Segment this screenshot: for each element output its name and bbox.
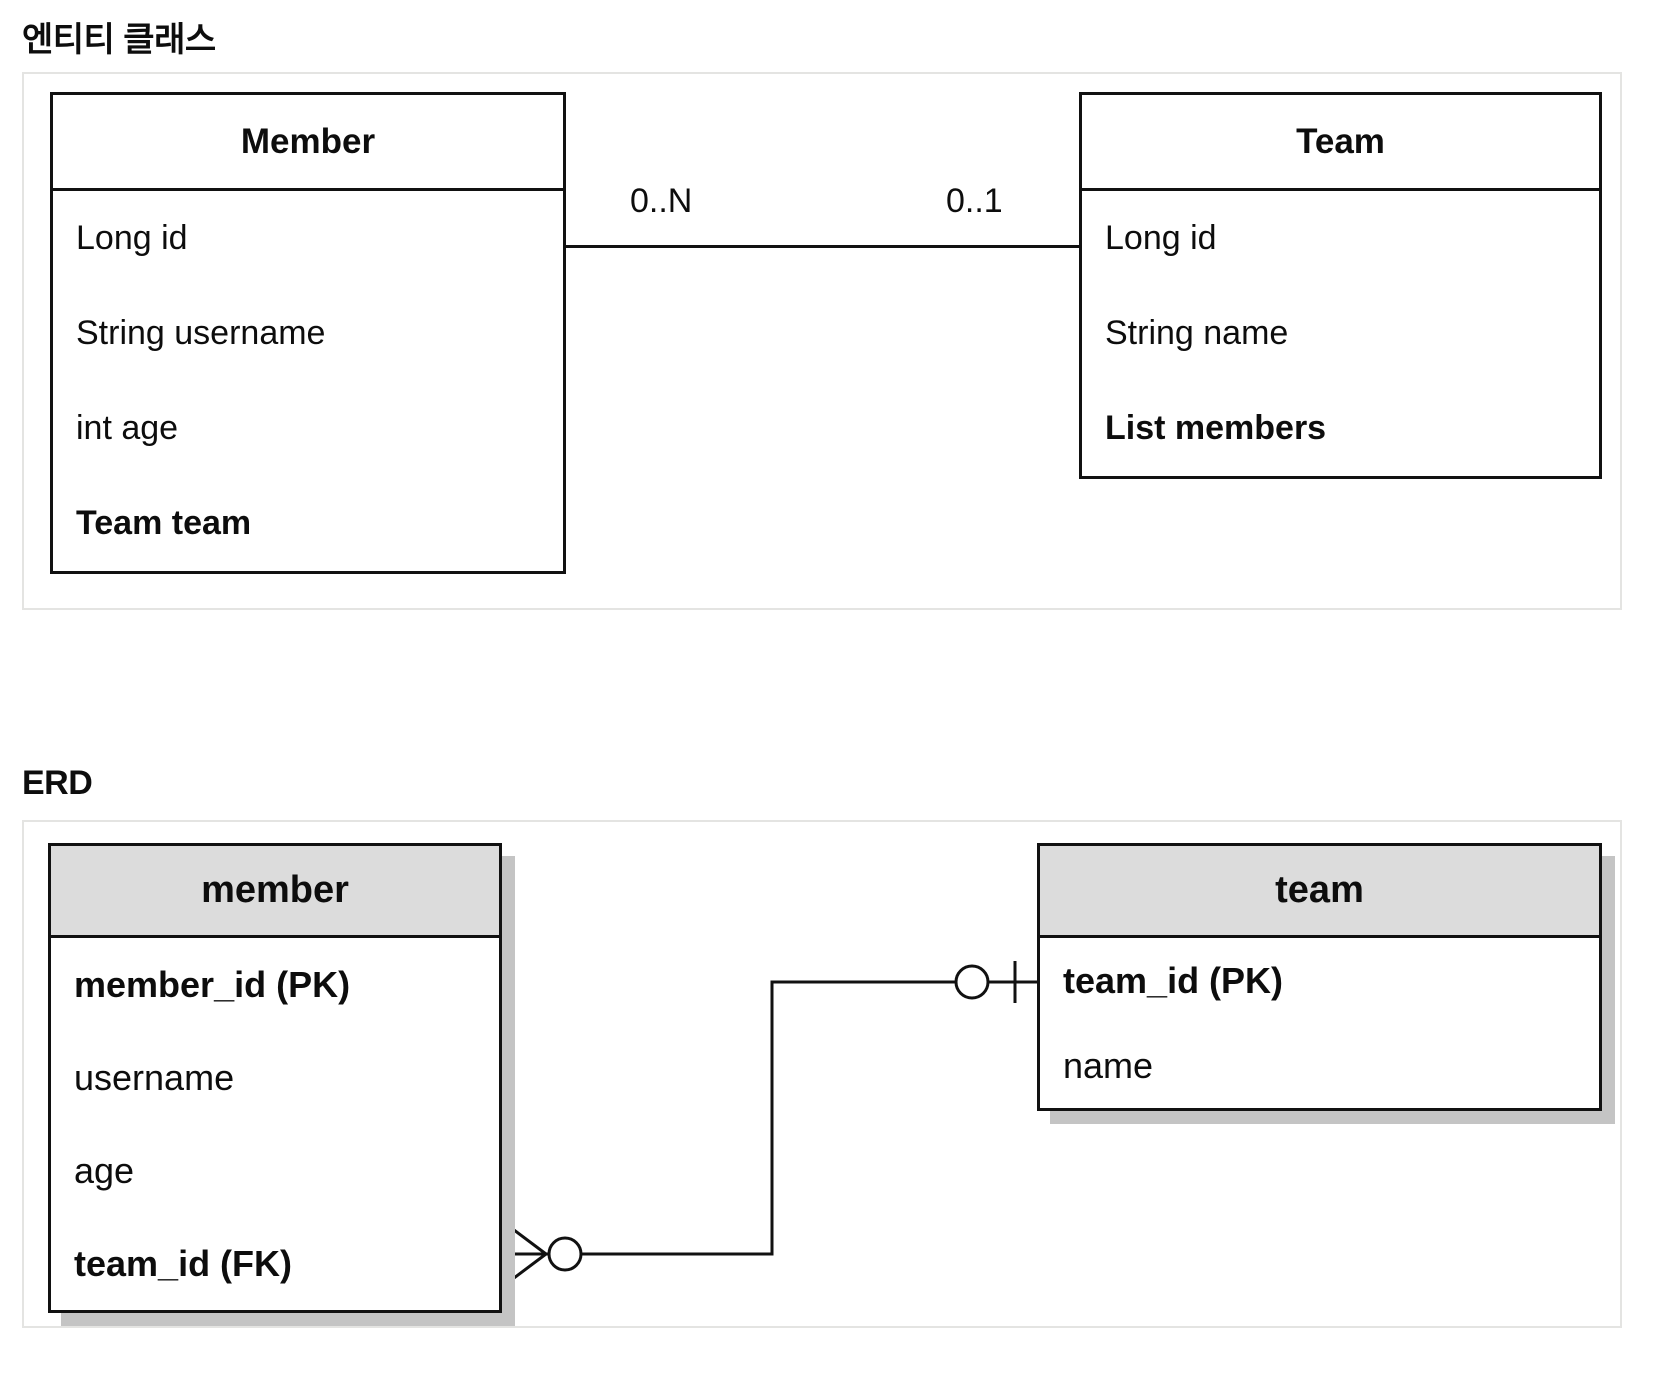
member-table: member member_id (PK) username age team_… <box>48 843 502 1313</box>
multiplicity-member-side-label: 0..N <box>630 182 693 220</box>
member-table-field-fk: team_id (FK) <box>74 1243 293 1284</box>
member-class-field-team: Team team <box>76 504 252 542</box>
member-table-field-age: age <box>74 1150 135 1191</box>
team-table-field-name: name <box>1063 1045 1154 1086</box>
team-class-field-name: String name <box>1105 314 1289 352</box>
zero-circle-team-icon <box>954 964 990 1000</box>
member-table-header: member <box>51 846 499 938</box>
connector-elbow-path <box>502 980 1037 1256</box>
member-class-title: Member <box>53 95 563 191</box>
member-class-box: Member Long id String username int age T… <box>50 92 566 574</box>
entity-section-heading: 엔티티 클래스 <box>22 21 216 59</box>
team-class-field-id: Long id <box>1105 219 1217 257</box>
erd-diagram-panel: member member_id (PK) username age team_… <box>22 820 1622 1328</box>
team-class-box: Team Long id String name List members <box>1079 92 1602 479</box>
multiplicity-team-side-label: 0..1 <box>946 182 1003 220</box>
entity-class-diagram-panel: Member Long id String username int age T… <box>22 72 1622 610</box>
team-class-title: Team <box>1082 95 1599 191</box>
association-line <box>566 245 1079 248</box>
team-table-header: team <box>1040 846 1599 938</box>
member-class-field-id: Long id <box>76 219 188 257</box>
member-table-field-pk: member_id (PK) <box>74 964 351 1005</box>
team-table-field-pk: team_id (PK) <box>1063 960 1284 1001</box>
member-class-field-age: int age <box>76 409 179 447</box>
zero-circle-member-icon <box>547 1236 583 1272</box>
crows-foot-many-icon <box>501 1219 547 1289</box>
member-class-field-username: String username <box>76 314 326 352</box>
team-table: team team_id (PK) name <box>1037 843 1602 1111</box>
erd-section-heading: ERD <box>22 764 93 802</box>
team-class-field-members: List members <box>1105 409 1327 447</box>
member-table-field-username: username <box>74 1057 235 1098</box>
